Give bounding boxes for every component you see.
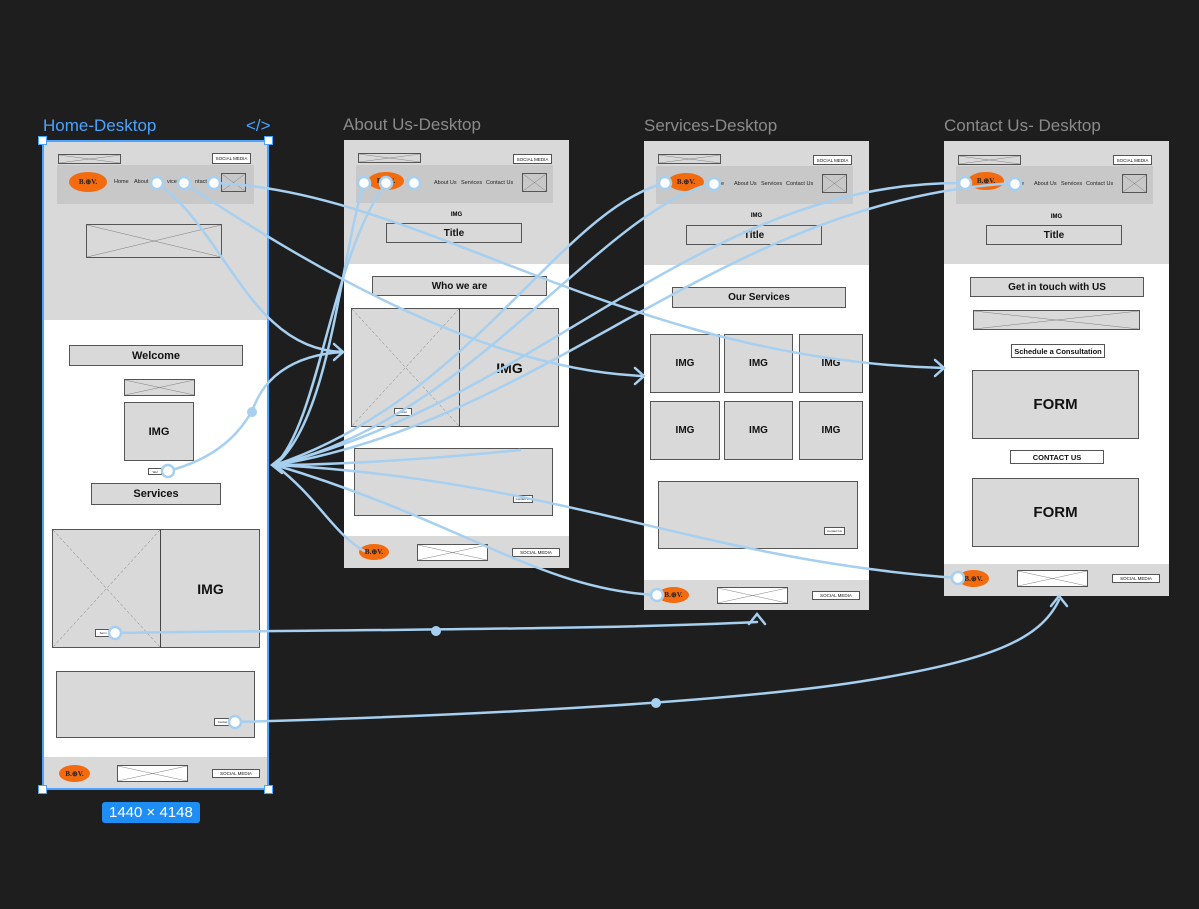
placeholder-nav-image bbox=[822, 174, 847, 193]
nav-home[interactable]: ne bbox=[1018, 181, 1025, 187]
logo[interactable]: B.⊕V. bbox=[69, 172, 107, 192]
about-button[interactable]: About bbox=[394, 408, 412, 416]
footer-logo[interactable]: B.⊕V. bbox=[958, 570, 989, 587]
placeholder-banner bbox=[58, 154, 121, 164]
placeholder-footer bbox=[417, 544, 488, 561]
service-tile: IMG bbox=[799, 401, 863, 460]
dimensions-badge: 1440 × 4148 bbox=[102, 802, 200, 823]
nav-about[interactable]: About bbox=[134, 179, 149, 185]
form-2[interactable]: FORM bbox=[972, 478, 1139, 547]
resize-handle-tr[interactable] bbox=[264, 136, 273, 145]
social-media-button[interactable]: SOCIAL MEDIA bbox=[813, 155, 852, 165]
social-media-button[interactable]: SOCIAL MEDIA bbox=[513, 154, 552, 164]
title-box: Title bbox=[686, 225, 822, 245]
placeholder-nav-image bbox=[1122, 174, 1147, 193]
about-image-label: IMG bbox=[496, 359, 523, 376]
services-heading: Services bbox=[91, 483, 221, 505]
logo[interactable]: B.⊕V. bbox=[368, 172, 404, 190]
nav-about[interactable]: About Us bbox=[734, 181, 757, 187]
header-img-label: IMG bbox=[450, 212, 463, 218]
placeholder-nav-image bbox=[522, 173, 547, 192]
service-tile: IMG bbox=[799, 334, 863, 393]
footer-social-media[interactable]: SOCIAL MEDIA bbox=[812, 591, 860, 600]
service-tile: IMG bbox=[724, 334, 793, 393]
nav-services[interactable]: Services bbox=[461, 180, 483, 186]
schedule-consultation-button[interactable]: Schedule a Consultation bbox=[1011, 344, 1105, 358]
nav-about[interactable]: About Us bbox=[434, 180, 457, 186]
footer-social-media[interactable]: SOCIAL MEDIA bbox=[512, 548, 560, 557]
connector-contact-button bbox=[233, 598, 1061, 724]
title-box: Title bbox=[386, 223, 522, 243]
resize-handle-br[interactable] bbox=[264, 785, 273, 794]
connection-midpoint bbox=[651, 698, 661, 708]
who-we-are-heading: Who we are bbox=[372, 276, 547, 296]
contact-button[interactable]: Contact Us bbox=[824, 527, 845, 535]
placeholder-footer bbox=[1017, 570, 1088, 587]
service-tile: IMG bbox=[650, 334, 720, 393]
connection-midpoint bbox=[431, 626, 441, 636]
footer-logo[interactable]: B.⊕V. bbox=[359, 544, 389, 560]
arrowhead bbox=[332, 342, 345, 362]
arrowhead bbox=[747, 611, 767, 626]
get-in-touch-heading: Get in touch with US bbox=[970, 277, 1144, 297]
nav-home[interactable]: me bbox=[412, 180, 420, 186]
services-image-label: IMG bbox=[197, 580, 224, 597]
placeholder-footer bbox=[117, 765, 188, 782]
code-icon[interactable]: </> bbox=[246, 116, 271, 135]
contact-desktop-frame[interactable]: SOCIAL MEDIA B.⊕V. ne About Us Services … bbox=[944, 141, 1169, 596]
form-1[interactable]: FORM bbox=[972, 370, 1139, 439]
nav-home[interactable]: Home bbox=[114, 179, 129, 185]
frame-label-services[interactable]: Services-Desktop bbox=[644, 116, 778, 135]
contact-block bbox=[56, 671, 255, 738]
placeholder-footer bbox=[717, 587, 788, 604]
nav-contact[interactable]: Contact Us bbox=[786, 181, 814, 187]
placeholder-banner bbox=[358, 153, 421, 163]
title-box: Title bbox=[986, 225, 1122, 245]
social-media-button[interactable]: SOCIAL MEDIA bbox=[1113, 155, 1152, 165]
contact-block bbox=[354, 448, 553, 516]
our-services-heading: Our Services bbox=[672, 287, 846, 308]
logo[interactable]: B.⊕V. bbox=[668, 173, 704, 191]
logo[interactable]: B.⊕V. bbox=[968, 172, 1004, 190]
header-img-label: IMG bbox=[750, 213, 763, 219]
nav-about[interactable]: About Us bbox=[1034, 181, 1057, 187]
divider bbox=[160, 529, 161, 648]
frame-label-contact[interactable]: Contact Us- Desktop bbox=[944, 116, 1101, 135]
footer-logo[interactable]: B.⊕V. bbox=[658, 587, 689, 603]
nav-home[interactable]: ne bbox=[718, 181, 725, 187]
resize-handle-tl[interactable] bbox=[38, 136, 47, 145]
contact-button[interactable]: Contact Us bbox=[513, 495, 533, 503]
placeholder-banner bbox=[658, 154, 721, 164]
nav-contact[interactable]: Contact Us bbox=[486, 180, 514, 186]
arrowhead bbox=[1049, 593, 1069, 608]
arrowhead bbox=[933, 358, 946, 378]
selection-outline bbox=[42, 140, 269, 790]
nav-services[interactable]: Services bbox=[1061, 181, 1083, 187]
frame-label-home[interactable]: Home-Desktop bbox=[43, 116, 157, 135]
footer-social-media[interactable]: SOCIAL MEDIA bbox=[1112, 574, 1160, 583]
arrowhead bbox=[633, 366, 646, 386]
nav-services[interactable]: Services bbox=[761, 181, 783, 187]
nav-contact[interactable]: Contact Us bbox=[1086, 181, 1114, 187]
frame-label-about[interactable]: About Us-Desktop bbox=[343, 115, 481, 134]
about-desktop-frame[interactable]: SOCIAL MEDIA B.⊕V. me About Us Services … bbox=[344, 140, 569, 568]
footer-logo[interactable]: B.⊕V. bbox=[59, 765, 90, 782]
resize-handle-bl[interactable] bbox=[38, 785, 47, 794]
social-media-button[interactable]: SOCIAL MEDIA bbox=[212, 153, 251, 164]
service-tile: IMG bbox=[650, 401, 720, 460]
header-img-label: IMG bbox=[1050, 214, 1063, 220]
service-tile: IMG bbox=[724, 401, 793, 460]
placeholder-banner bbox=[958, 155, 1021, 165]
arrowhead bbox=[269, 455, 284, 475]
contact-us-button[interactable]: CONTACT US bbox=[1010, 450, 1104, 464]
footer-social-media[interactable]: SOCIAL MEDIA bbox=[212, 769, 260, 778]
contact-block bbox=[658, 481, 858, 549]
services-desktop-frame[interactable]: SOCIAL MEDIA B.⊕V. ne About Us Services … bbox=[644, 141, 869, 610]
placeholder-contact-banner bbox=[973, 310, 1140, 330]
